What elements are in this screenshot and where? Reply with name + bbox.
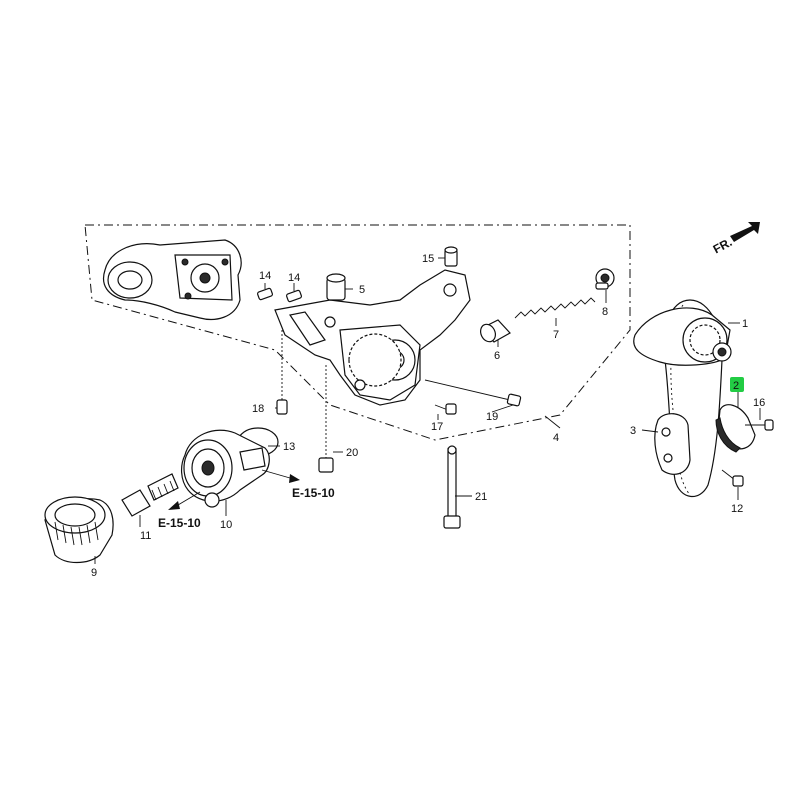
reference-arrow-left	[168, 491, 201, 510]
oil-pump-sprocket	[682, 317, 732, 363]
dowel-pin-right	[286, 289, 302, 303]
callout-19: 19	[486, 411, 498, 423]
callout-2-highlight	[730, 377, 744, 392]
bolt-16	[745, 419, 774, 431]
long-bolt-19	[424, 379, 522, 407]
callout-10: 10	[220, 519, 232, 531]
assembly-outline	[84, 224, 631, 441]
callout-16: 16	[753, 397, 765, 409]
reference-arrow-right	[261, 469, 300, 483]
leader-lines	[94, 257, 761, 564]
reference-label-right: E-15-10	[292, 486, 335, 500]
callout-21: 21	[475, 491, 487, 503]
bolt-17	[434, 403, 457, 415]
callout-12: 12	[731, 503, 743, 515]
dowel-pin-left	[257, 287, 273, 301]
relief-spring	[514, 297, 596, 319]
callout-20: 20	[346, 447, 358, 459]
callout-15: 15	[422, 253, 434, 265]
oil-filter	[44, 496, 114, 564]
callout-14-right: 14	[288, 272, 300, 284]
front-direction-arrow	[730, 222, 760, 242]
oil-pump-body	[274, 269, 471, 406]
bolt-18	[276, 330, 288, 415]
chain-tensioner	[654, 413, 691, 475]
callout-11: 11	[140, 530, 151, 542]
oil-pump-cover	[103, 239, 242, 321]
callout-9: 9	[91, 567, 97, 579]
bolt-21	[443, 445, 461, 529]
callout-3: 3	[630, 425, 636, 437]
oil-cooler	[181, 429, 270, 508]
sleeve	[444, 246, 458, 267]
callout-7: 7	[553, 329, 559, 341]
callout-4: 4	[553, 432, 559, 444]
oil-filter-threaded-joint	[121, 473, 179, 517]
relief-valve-plug	[480, 319, 511, 343]
bolt-20	[318, 365, 334, 473]
tensioner-arm	[715, 404, 756, 453]
callout-14-left: 14	[259, 270, 271, 282]
front-direction-label: FR.	[711, 235, 735, 256]
sealing-bolt	[595, 268, 615, 290]
callout-8: 8	[602, 306, 608, 318]
callout-2: 2	[733, 380, 739, 392]
callout-18: 18	[252, 403, 264, 415]
callout-1: 1	[742, 318, 748, 330]
reference-label-left: E-15-10	[158, 516, 201, 530]
callout-5: 5	[359, 284, 365, 296]
callout-17: 17	[431, 421, 443, 433]
bolt-12	[721, 469, 744, 487]
callout-13: 13	[283, 441, 295, 453]
callout-6: 6	[494, 350, 500, 362]
bushing	[326, 273, 346, 301]
